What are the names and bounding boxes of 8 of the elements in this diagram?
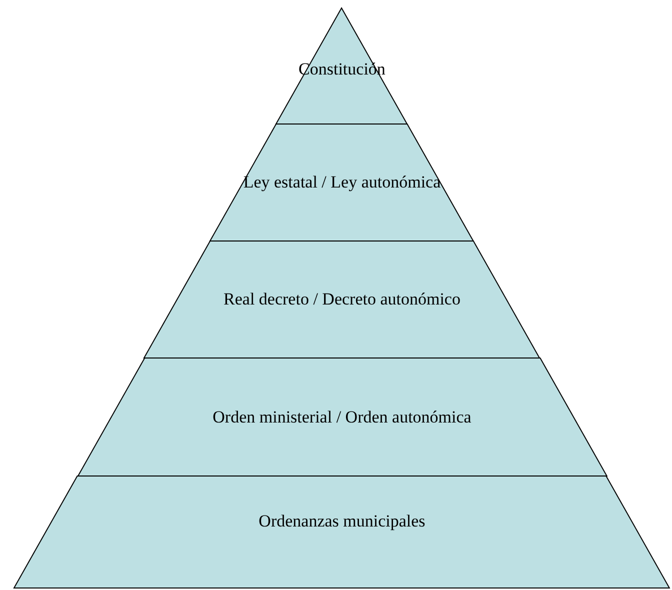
pyramid-level xyxy=(14,476,670,588)
pyramid-level xyxy=(78,358,606,476)
level-label: Ley estatal / Ley autonómica xyxy=(243,171,441,193)
level-label: Real decreto / Decreto autonómico xyxy=(224,288,460,310)
pyramid-level xyxy=(144,241,540,358)
pyramid-level xyxy=(210,124,474,241)
level-label: Orden ministerial / Orden autonómica xyxy=(212,406,472,428)
level-label: Ordenanzas municipales xyxy=(258,510,426,532)
